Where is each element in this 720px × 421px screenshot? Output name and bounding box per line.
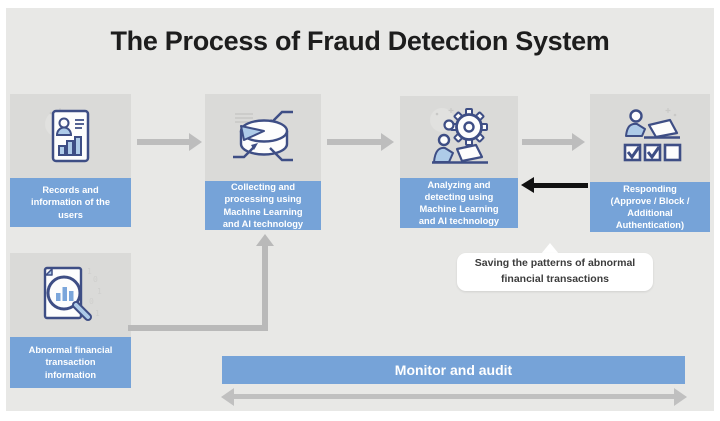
step-analyzing: Analyzing and detecting using Machine Le… [400,96,518,228]
monitor-audit-bar: Monitor and audit [222,356,685,384]
page-title: The Process of Fraud Detection System [110,26,610,56]
step-records: Records and information of the users [10,94,131,227]
svg-text:0: 0 [93,275,98,284]
svg-text:0: 0 [89,297,94,306]
svg-text:1: 1 [95,309,100,318]
data-collection-icon [233,110,293,161]
analysis-gear-icon [430,108,488,164]
records-label: Records and information of the users [10,178,131,227]
analyzing-icon-box [400,96,518,178]
callout-pointer [541,243,559,254]
responding-icon-box [590,94,710,182]
svg-text:1: 1 [97,287,102,296]
collecting-icon-box [205,94,321,181]
analyzing-label: Analyzing and detecting using Machine Le… [400,178,518,228]
responding-checklist-icon [623,108,682,162]
collecting-label: Collecting and processing using Machine … [205,181,321,230]
abnormal-search-icon: 1 0 1 0 1 [43,266,102,321]
svg-text:1: 1 [87,267,92,276]
step-responding: Responding (Approve / Block / Additional… [590,94,710,232]
records-icon-box [10,94,131,178]
saving-patterns-callout: Saving the patterns of abnormal financia… [457,253,653,291]
step-collecting: Collecting and processing using Machine … [205,94,321,230]
step-abnormal-source: 1 0 1 0 1 Abnormal financial transaction… [10,253,131,388]
user-records-icon [44,108,89,163]
abnormal-icon-box: 1 0 1 0 1 [10,253,131,337]
responding-label: Responding (Approve / Block / Additional… [590,182,710,232]
abnormal-label: Abnormal financial transaction informati… [10,337,131,388]
